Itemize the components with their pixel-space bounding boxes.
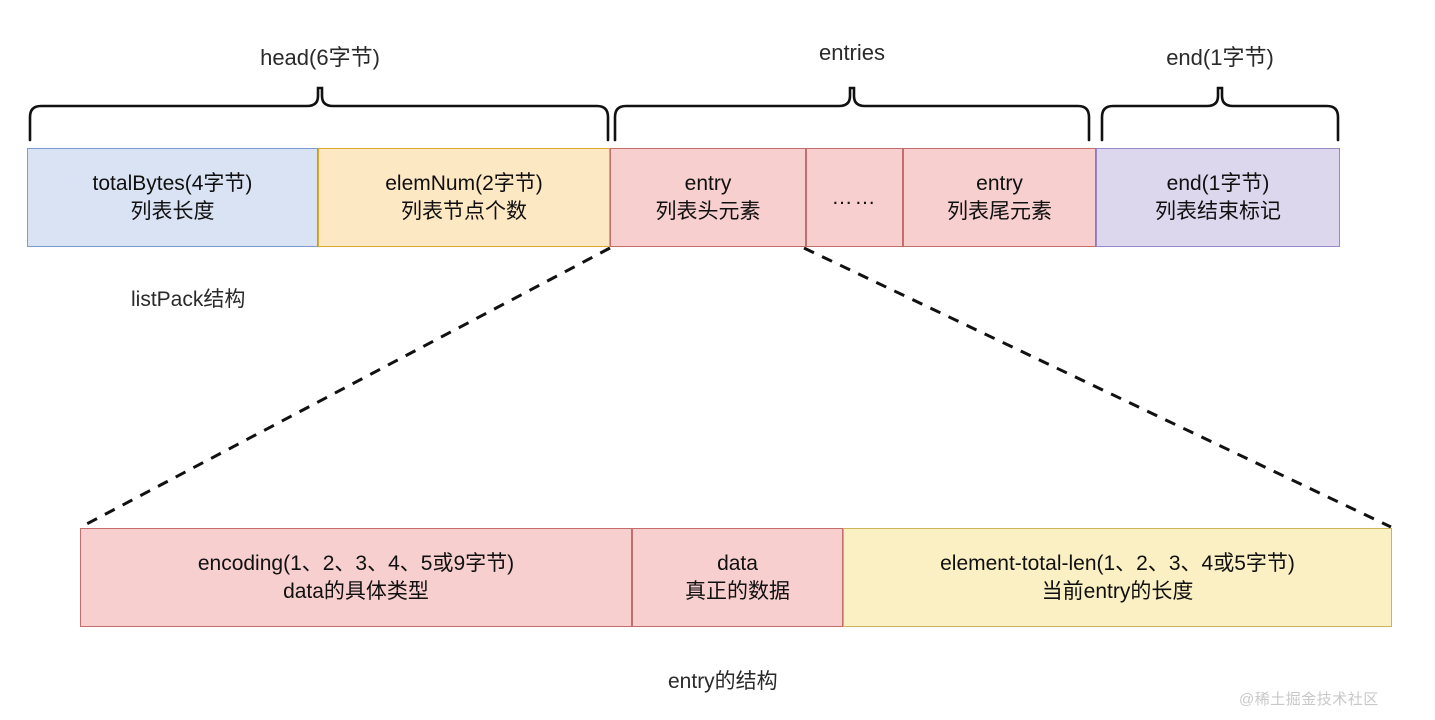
cell-line1: encoding(1、2、3、4、5或9字节) — [197, 552, 515, 576]
entry-cell-encoding[interactable]: encoding(1、2、3、4、5或9字节) data的具体类型 — [80, 528, 632, 627]
entry-cell-element-total-len[interactable]: element-total-len(1、2、3、4或5字节) 当前entry的长… — [843, 528, 1392, 627]
ellipsis-glyph: …… — [831, 185, 878, 209]
cell-line2: 列表节点个数 — [401, 199, 527, 223]
listpack-cell-entry-head[interactable]: entry 列表头元素 — [610, 148, 806, 247]
cell-line2: 列表结束标记 — [1155, 199, 1281, 223]
group-label-end: end(1字节) — [1166, 45, 1274, 70]
connector-right-dashed — [803, 246, 1392, 529]
listpack-cell-elemnum[interactable]: elemNum(2字节) 列表节点个数 — [318, 148, 610, 247]
group-label-entries: entries — [818, 40, 886, 65]
caption-entry: entry的结构 — [668, 670, 778, 693]
cell-line2: 列表长度 — [130, 199, 215, 223]
entry-cell-data[interactable]: data 真正的数据 — [632, 528, 843, 627]
cell-line2: 真正的数据 — [685, 579, 790, 603]
cell-line2: 列表头元素 — [655, 199, 761, 223]
cell-line1: end(1字节) — [1166, 172, 1270, 196]
cell-line1: elemNum(2字节) — [385, 172, 543, 196]
listpack-cell-totalbytes[interactable]: totalBytes(4字节) 列表长度 — [27, 148, 318, 247]
brace-head — [28, 86, 610, 142]
caption-listpack: listPack结构 — [131, 288, 246, 311]
cell-line2: 列表尾元素 — [947, 199, 1052, 223]
listpack-cell-entry-tail[interactable]: entry 列表尾元素 — [903, 148, 1096, 247]
cell-line2: data的具体类型 — [283, 579, 429, 603]
listpack-cell-end[interactable]: end(1字节) 列表结束标记 — [1096, 148, 1340, 247]
brace-end — [1100, 86, 1340, 142]
group-label-head: head(6字节) — [260, 45, 380, 70]
cell-line1: totalBytes(4字节) — [92, 172, 253, 196]
cell-line2: 当前entry的长度 — [1041, 579, 1194, 603]
cell-line1: data — [717, 552, 758, 576]
cell-line1: element-total-len(1、2、3、4或5字节) — [940, 552, 1295, 576]
cell-line1: entry — [976, 172, 1023, 196]
brace-entries — [613, 86, 1091, 142]
cell-line1: entry — [684, 172, 732, 196]
watermark: @稀土掘金技术社区 — [1239, 691, 1379, 708]
listpack-cell-entry-ellipsis[interactable]: …… — [806, 148, 903, 247]
